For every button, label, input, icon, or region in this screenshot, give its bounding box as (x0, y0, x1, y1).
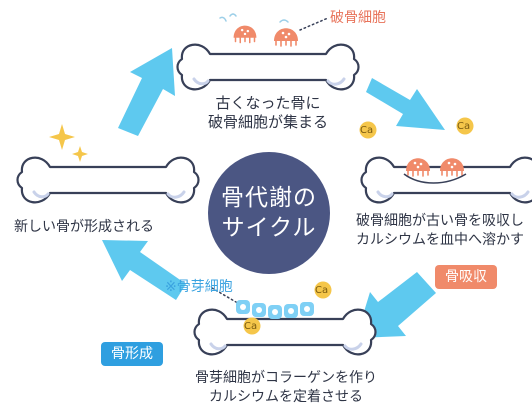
cycle-title: 骨代謝の サイクル (208, 152, 330, 274)
formation-badge: 骨形成 (101, 342, 163, 366)
stage-new-bone-caption: 新しい骨が形成される (14, 219, 154, 235)
stage-gather-line1: 古くなった骨に (215, 94, 321, 112)
arrow-bottom-right (356, 272, 436, 338)
stage-gather-line2: 破骨細胞が集まる (207, 113, 328, 131)
calcium-label: Ca (457, 121, 471, 132)
calcium-label: Ca (315, 285, 329, 296)
arrow-bottom-left (102, 240, 186, 300)
stage-deposit-caption: 骨芽細胞がコラーゲンを作り カルシウムを定着させる (186, 369, 386, 407)
stage-deposit-line2: カルシウムを定着させる (209, 389, 363, 405)
osteoclast-cell (273, 27, 299, 47)
arrow-top-left (118, 48, 175, 136)
stage-deposit-line1: 骨芽細胞がコラーゲンを作り (195, 370, 377, 386)
calcium-label: Ca (244, 321, 258, 332)
cycle-arrows (102, 48, 445, 338)
bone-top (176, 43, 360, 91)
sparkle-icon (49, 124, 88, 162)
bone-left (16, 156, 200, 204)
osteoclast-group-right (403, 157, 467, 184)
arrow-top-right (366, 78, 445, 130)
osteoclast-group-top (219, 13, 299, 47)
osteoclast-cell (232, 24, 258, 44)
stage-resorb-line1: 破骨細胞が古い骨を吸収し (356, 213, 524, 229)
resorption-badge: 骨吸収 (435, 265, 497, 289)
osteoblast-group (236, 300, 314, 319)
calcium-label: Ca (360, 125, 374, 136)
stage-resorb-line2: カルシウムを血中へ溶かす (356, 232, 524, 248)
osteoblast-label: ※骨芽細胞 (165, 279, 233, 295)
cycle-title-line1: 骨代謝の (221, 185, 317, 211)
stage-gather-caption: 古くなった骨に 破骨細胞が集まる (198, 94, 338, 132)
cycle-title-line2: サイクル (221, 215, 317, 241)
stage-resorb-caption: 破骨細胞が古い骨を吸収し カルシウムを血中へ溶かす (348, 212, 532, 250)
osteoclast-label: 破骨細胞 (330, 10, 386, 26)
